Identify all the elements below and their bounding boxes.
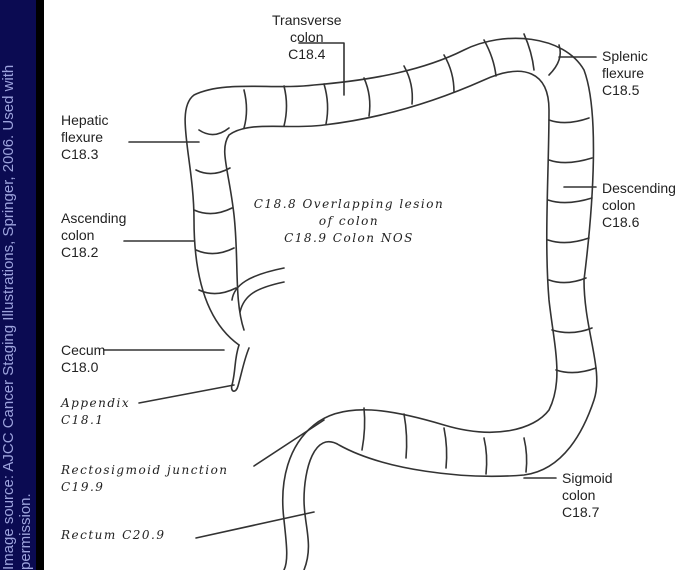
leader-appendix bbox=[139, 385, 234, 403]
ileum-outline bbox=[232, 268, 284, 312]
image-credit: Image source: AJCC Cancer Staging Illust… bbox=[0, 0, 36, 570]
label-descending-colon: Descending colon C18.6 bbox=[602, 180, 676, 231]
credit-sidebar: Image source: AJCC Cancer Staging Illust… bbox=[0, 0, 36, 570]
diagram-panel: Transverse colon C18.4 Splenic flexure C… bbox=[44, 0, 700, 570]
colon-inner-outline bbox=[225, 71, 557, 570]
label-cecum: Cecum C18.0 bbox=[61, 342, 105, 376]
colon-outer-outline bbox=[185, 38, 597, 570]
label-hepatic-flexure: Hepatic flexure C18.3 bbox=[61, 112, 108, 163]
label-rectum: Rectum C20.9 bbox=[61, 527, 166, 544]
leader-rectum bbox=[196, 512, 314, 538]
label-splenic-flexure: Splenic flexure C18.5 bbox=[602, 48, 648, 99]
label-appendix: Appendix C18.1 bbox=[61, 395, 130, 429]
label-rectosigmoid-junction: Rectosigmoid junction C19.9 bbox=[61, 462, 229, 496]
label-sigmoid-colon: Sigmoid colon C18.7 bbox=[562, 470, 613, 521]
label-overlapping-lesion: C18.8 Overlapping lesion of colon C18.9 … bbox=[224, 196, 474, 247]
label-transverse-colon: Transverse colon C18.4 bbox=[272, 12, 342, 63]
label-ascending-colon: Ascending colon C18.2 bbox=[61, 210, 126, 261]
